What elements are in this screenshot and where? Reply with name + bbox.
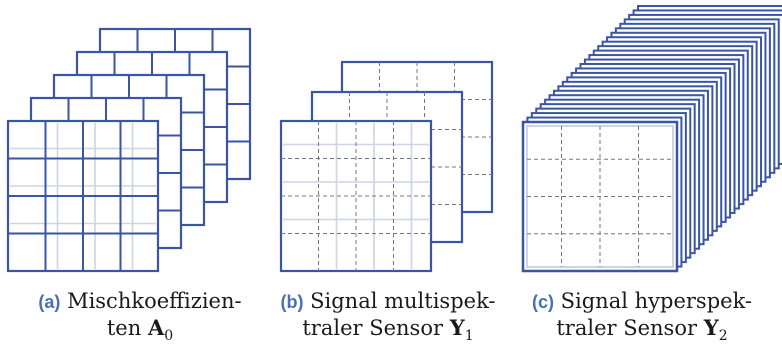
layer-a-1: [6, 119, 160, 273]
caption-b: (b) Signal multispek- traler Sensor Y1: [268, 288, 508, 349]
caption-c-subscript: 2: [718, 328, 728, 344]
stack-multispectral-signal: [279, 60, 494, 273]
caption-a: (a) Mischkoeffizien- ten A0: [20, 288, 260, 349]
caption-b-text: Signal multispek-: [310, 289, 496, 313]
caption-a-line1: (a) Mischkoeffizien-: [20, 288, 260, 315]
caption-b-tag: (b): [280, 292, 304, 312]
caption-c-text: Signal hyperspek-: [560, 289, 753, 313]
caption-c-line2: traler Sensor Y2: [522, 315, 762, 349]
caption-b-symbol: Y: [449, 315, 465, 340]
caption-a-tag: (a): [38, 292, 61, 312]
caption-b-prefix: traler Sensor: [302, 316, 444, 340]
caption-a-prefix: ten: [106, 316, 142, 340]
caption-a-text: Mischkoeffizien-: [67, 289, 242, 313]
caption-c: (c) Signal hyperspek- traler Sensor Y2: [522, 288, 762, 349]
stack-hyperspectral-signal: [521, 5, 782, 273]
caption-a-subscript: 0: [164, 328, 174, 344]
caption-a-symbol: A: [147, 315, 165, 340]
caption-c-symbol: Y: [703, 315, 719, 340]
caption-c-prefix: traler Sensor: [556, 316, 698, 340]
caption-c-tag: (c): [531, 292, 554, 312]
layer-b-3: [279, 119, 433, 273]
caption-a-line2: ten A0: [20, 315, 260, 349]
caption-b-line2: traler Sensor Y1: [268, 315, 508, 349]
layer-c-front: [521, 120, 679, 273]
stack-mixing-coefficients: [6, 27, 252, 273]
caption-b-subscript: 1: [464, 328, 474, 344]
caption-c-line1: (c) Signal hyperspek-: [522, 288, 762, 315]
caption-b-line1: (b) Signal multispek-: [268, 288, 508, 315]
